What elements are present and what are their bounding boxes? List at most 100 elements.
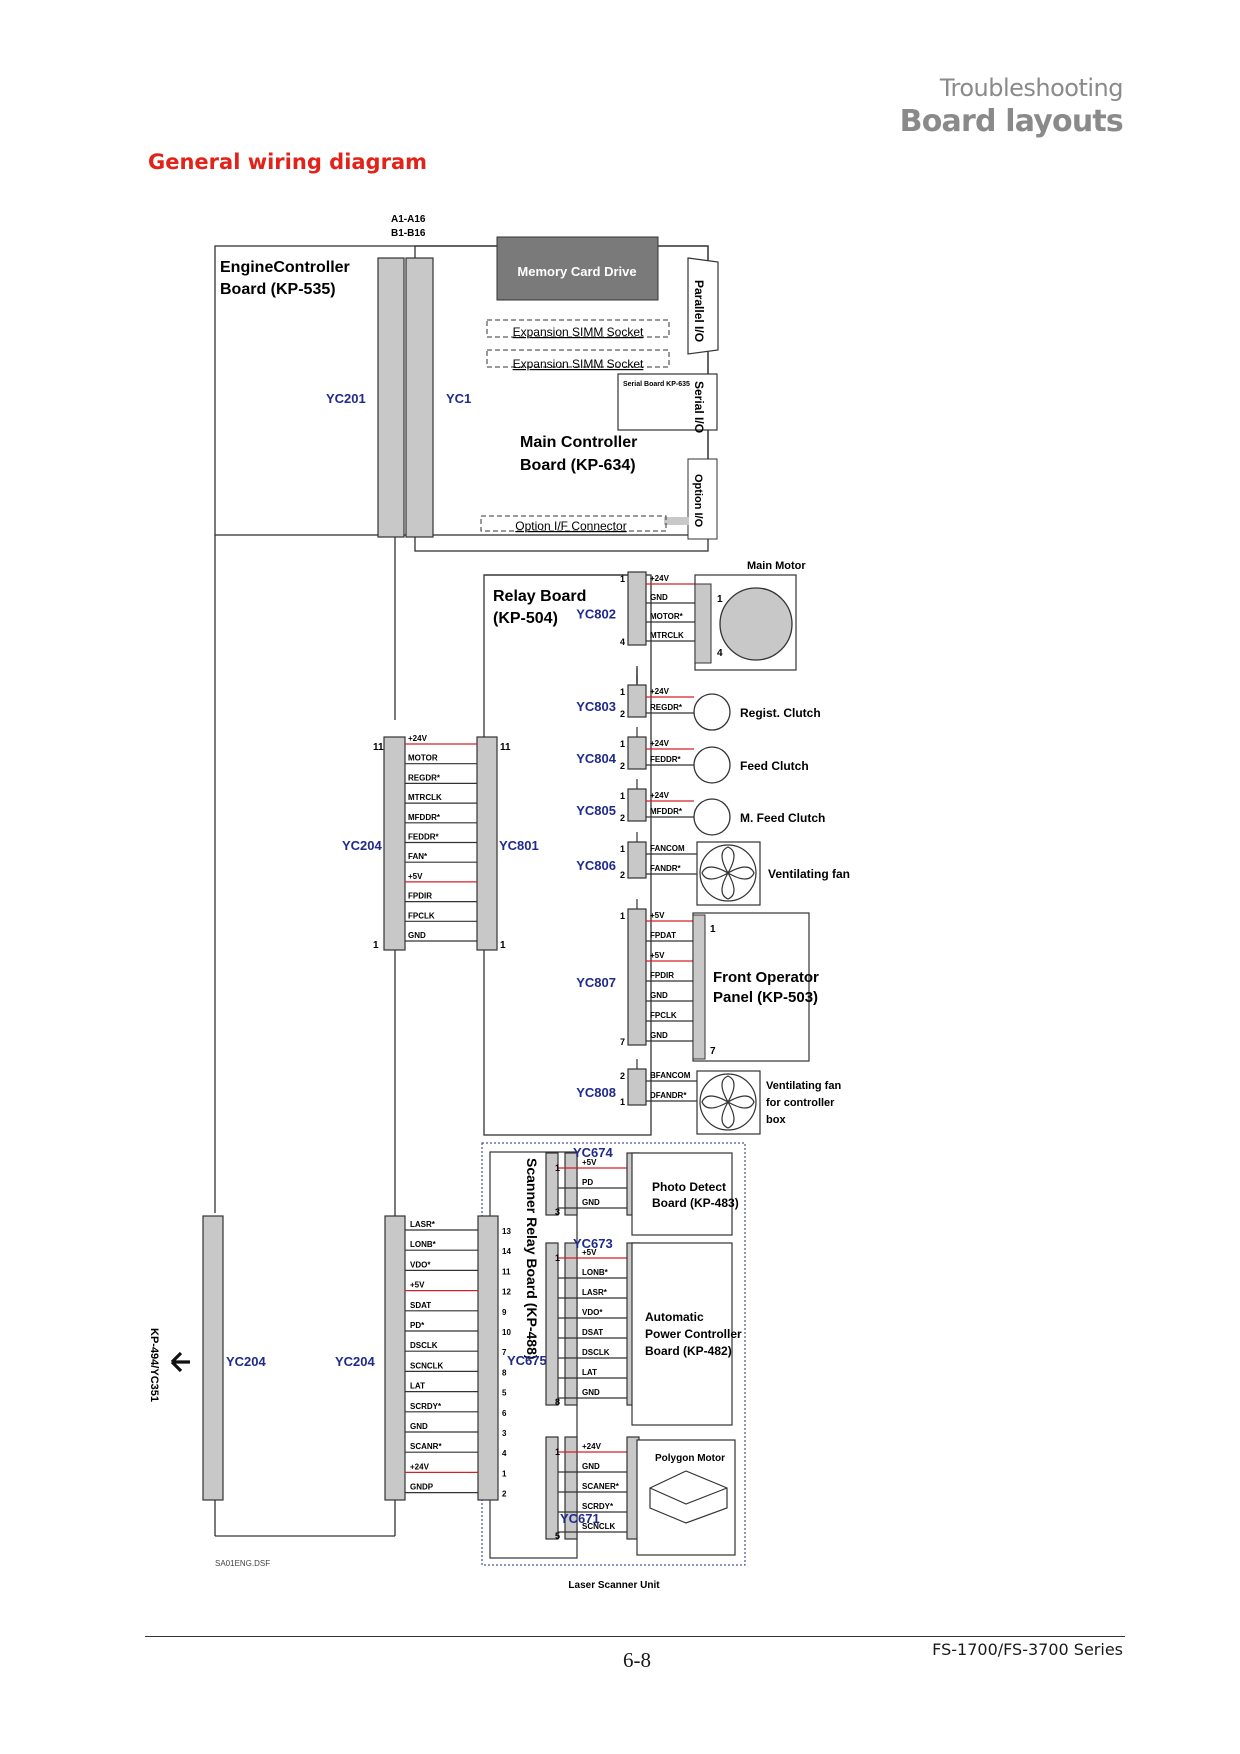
connector-label-yc204-right: YC204 bbox=[335, 1354, 376, 1369]
connector-label-yc673: YC673 bbox=[573, 1236, 613, 1251]
serial-io-label: Serial I/O bbox=[692, 381, 706, 433]
scanner-signal-label: GNDP bbox=[410, 1483, 434, 1492]
yc807-pin-first: 1 bbox=[620, 911, 625, 921]
main-motor-connector bbox=[694, 583, 712, 664]
yc803-connector bbox=[627, 684, 647, 718]
scanner-pin-label: 8 bbox=[502, 1368, 507, 1377]
relay-board-label-2: (KP-504) bbox=[493, 610, 558, 627]
scanner-relay-board-label: Scanner Relay Board (KP-488) bbox=[524, 1158, 540, 1360]
section-heading: Troubleshooting bbox=[939, 74, 1124, 102]
yc674-relay-connector bbox=[545, 1152, 559, 1216]
simm-socket-2-label: Expansion SIMM Socket bbox=[513, 357, 644, 371]
yc673-relay-connector bbox=[545, 1242, 559, 1406]
yc673-signal-label: VDO* bbox=[582, 1308, 603, 1317]
yc204-wire-bundle: +24VMOTORREGDR*MTRCLKMFDDR*FEDDR*FAN*+5V… bbox=[405, 734, 477, 942]
yc808-connector bbox=[627, 1068, 647, 1106]
yc673-signal-label: DSAT bbox=[582, 1328, 603, 1337]
yc204-signal-label: FAN* bbox=[408, 852, 428, 861]
yc804-pin-first: 1 bbox=[620, 739, 625, 749]
front-panel-connector bbox=[692, 914, 706, 1060]
yc673-signal-label: GND bbox=[582, 1388, 600, 1397]
scanner-signal-label: GND bbox=[410, 1422, 428, 1431]
laser-scanner-unit-outline bbox=[481, 1142, 746, 1566]
mfeed-clutch-label: M. Feed Clutch bbox=[740, 811, 825, 825]
serial-board bbox=[617, 373, 718, 431]
external-connector-label: KP-494/YC351 bbox=[148, 1328, 160, 1402]
scanner-pin-label: 10 bbox=[502, 1328, 511, 1337]
scanner-signal-label: LAT bbox=[410, 1382, 425, 1391]
scanner-signal-label: SCNCLK bbox=[410, 1361, 444, 1370]
scanner-pin-label: 3 bbox=[502, 1429, 507, 1438]
vent-fan-box-label-1: Ventilating fan bbox=[766, 1080, 841, 1092]
clutch-icons bbox=[693, 693, 731, 836]
main-board-label-1: Main Controller bbox=[520, 434, 637, 451]
yc204-signal-label: MFDDR* bbox=[408, 813, 441, 822]
scanner-signal-label: +5V bbox=[410, 1281, 425, 1290]
yc673-signal-label: LAT bbox=[582, 1368, 597, 1377]
photo-detect-label-1: Photo Detect bbox=[652, 1180, 726, 1194]
yc808-signal-label: DFANDR* bbox=[650, 1091, 687, 1100]
yc805-pin-first: 1 bbox=[620, 791, 625, 801]
yc204-signal-label: +5V bbox=[408, 872, 423, 881]
main-board-label-2: Board (KP-634) bbox=[520, 457, 636, 474]
yc807-signal-label: GND bbox=[650, 991, 668, 1000]
yc807-pin-last: 7 bbox=[620, 1037, 625, 1047]
scanner-pin-label: 12 bbox=[502, 1288, 511, 1297]
yc805-signal-label: +24V bbox=[650, 791, 670, 800]
laser-scanner-unit-label: Laser Scanner Unit bbox=[568, 1580, 660, 1591]
yc802-pin-last: 4 bbox=[620, 637, 625, 647]
yc674-signal-label: GND bbox=[582, 1198, 600, 1207]
yc807-signal-label: FPDAT bbox=[650, 931, 676, 940]
yc674-board-connector bbox=[564, 1152, 578, 1216]
yc673-signal-label: LASR* bbox=[582, 1288, 608, 1297]
scanner-signal-label: LASR* bbox=[410, 1220, 436, 1229]
connector-label-yc807: YC807 bbox=[576, 975, 616, 990]
main-motor-pin-1: 1 bbox=[717, 594, 723, 605]
yc674-pin-last: 3 bbox=[555, 1207, 560, 1217]
yc808-pin-last: 1 bbox=[620, 1097, 625, 1107]
relay-board-outline bbox=[483, 574, 652, 1136]
yc806-signal-label: FANDR* bbox=[650, 864, 682, 873]
yc673-pin-last: 8 bbox=[555, 1397, 560, 1407]
mfeed-clutch-icon bbox=[693, 798, 731, 836]
yc805-pin-last: 2 bbox=[620, 813, 625, 823]
yc806-pin-last: 2 bbox=[620, 870, 625, 880]
external-arrow-icon bbox=[170, 1351, 190, 1373]
connector-label-yc1: YC1 bbox=[446, 391, 471, 406]
yc671-pin-first: 1 bbox=[555, 1447, 560, 1457]
option-connector-label: Option I/F Connector bbox=[515, 519, 626, 533]
vent-fan-box-label-2: for controller bbox=[766, 1097, 835, 1109]
yc808-signal-label: BFANCOM bbox=[650, 1071, 691, 1080]
front-panel-label-1: Front Operator bbox=[713, 969, 819, 986]
yc804-connector bbox=[627, 736, 647, 770]
option-connector bbox=[480, 515, 667, 532]
serial-board-label: Serial Board KP-635 bbox=[623, 381, 690, 388]
yc801-pin-11: 11 bbox=[500, 742, 511, 753]
front-panel-box bbox=[692, 912, 810, 1062]
yc204-signal-label: FEDDR* bbox=[408, 833, 440, 842]
regist-clutch-icon bbox=[693, 693, 731, 731]
vent-fan-label: Ventilating fan bbox=[768, 867, 850, 881]
parallel-io-port bbox=[687, 257, 719, 355]
yc675-connector bbox=[477, 1215, 499, 1501]
yc671-signal-label: SCNCLK bbox=[582, 1522, 616, 1531]
page-number: 6-8 bbox=[623, 1648, 651, 1672]
yc671-signal-label: +24V bbox=[582, 1442, 602, 1451]
scanner-signal-label: SCANR* bbox=[410, 1442, 442, 1451]
yc204-pin-1: 1 bbox=[373, 940, 379, 951]
feed-clutch-label: Feed Clutch bbox=[740, 759, 809, 773]
yc804-pin-last: 2 bbox=[620, 761, 625, 771]
feed-clutch-icon bbox=[693, 746, 731, 784]
yc671-board-connector bbox=[564, 1436, 578, 1540]
yc808-pin-first: 2 bbox=[620, 1071, 625, 1081]
yc805-signal-label: MFDDR* bbox=[650, 807, 683, 816]
main-motor-label: Main Motor bbox=[747, 560, 806, 572]
yc674-signal-label: PD bbox=[582, 1178, 593, 1187]
yc204-signal-label: +24V bbox=[408, 734, 428, 743]
yc802-connector bbox=[627, 571, 647, 646]
yc803-pin-first: 1 bbox=[620, 687, 625, 697]
scanner-pin-label: 11 bbox=[502, 1267, 511, 1276]
yc671-relay-connector bbox=[545, 1436, 559, 1540]
connector-label-yc804: YC804 bbox=[576, 751, 617, 766]
polygon-motor-label: Polygon Motor bbox=[655, 1453, 725, 1464]
